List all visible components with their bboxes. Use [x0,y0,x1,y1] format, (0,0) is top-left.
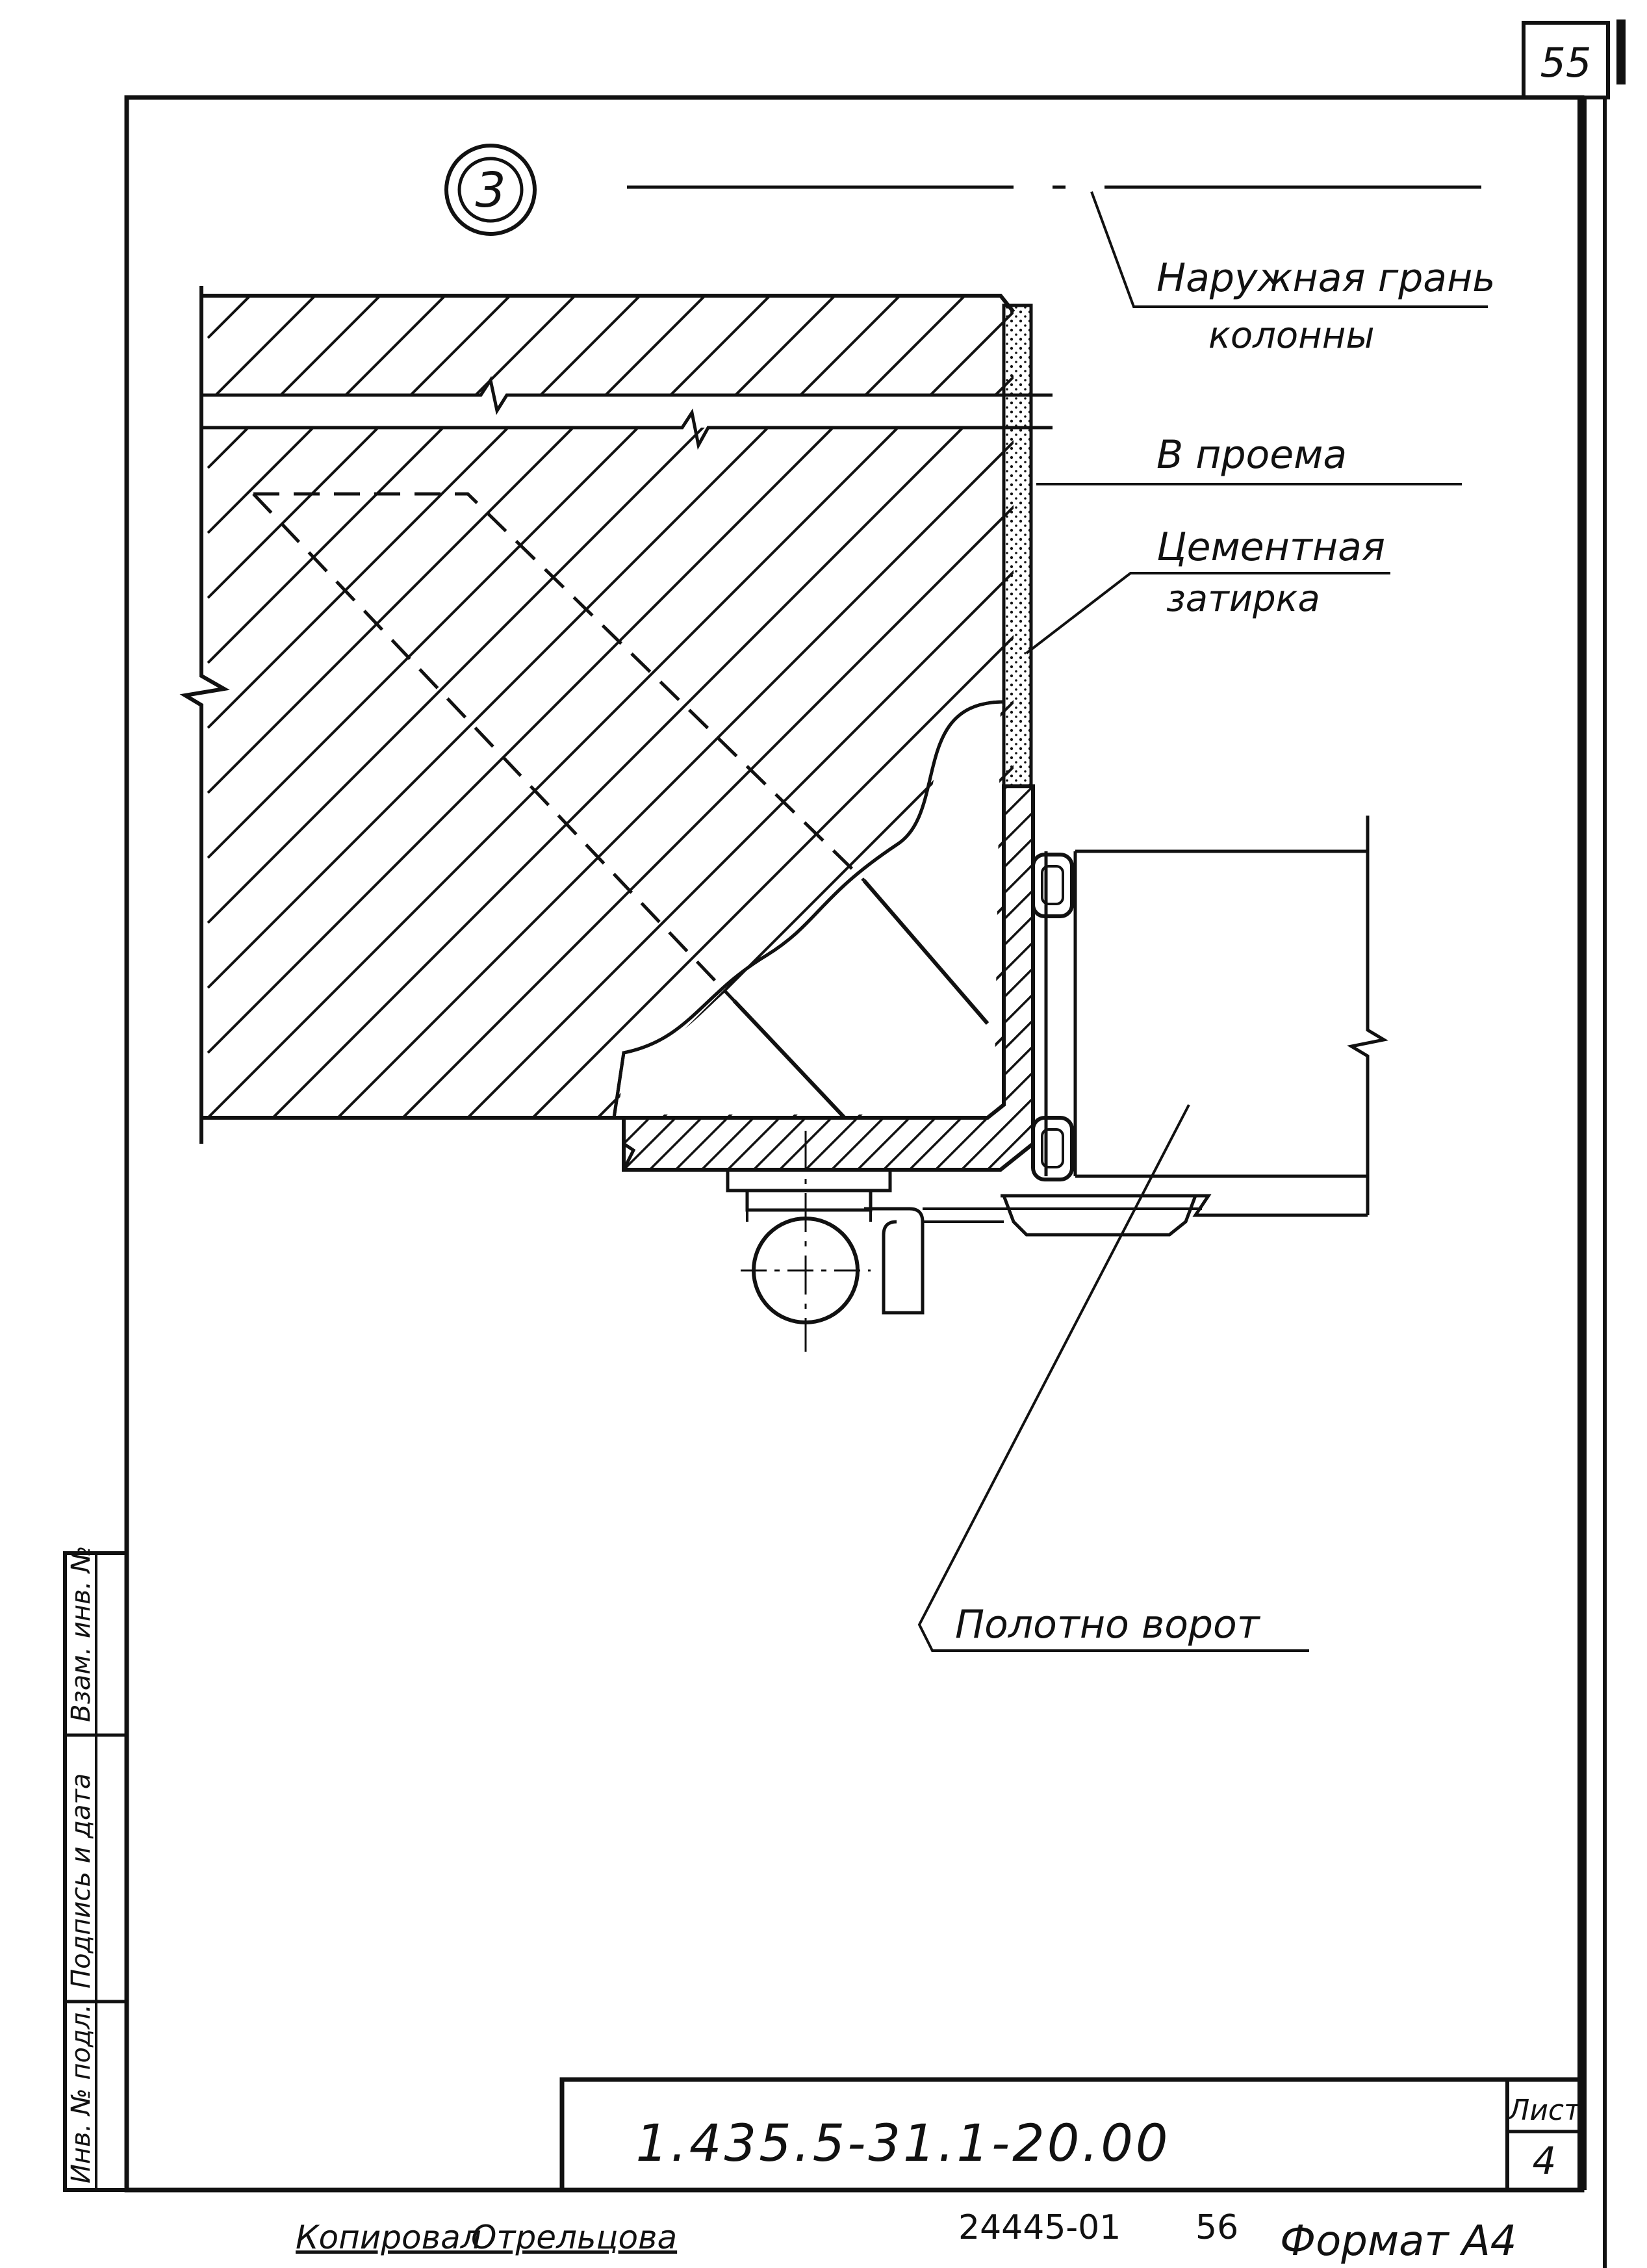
callout-outer-face-line1: Наружная грань [1156,255,1496,301]
title-block: Лист 4 1.435.5-31.1-20.00 [559,2077,1585,2193]
archive-page: 56 [1195,2208,1238,2247]
side-stamp-col3: Взам. инв. № [66,1545,96,1722]
side-stamp-col1: Инв. № подл. [66,2004,96,2184]
drawing-code: 1.435.5-31.1-20.00 [636,2115,1171,2173]
sheet-number: 4 [1533,2139,1557,2183]
callout-opening: В проема [1156,432,1347,478]
leader-lines [917,191,1488,1652]
copied-name: Отрельцова [471,2219,677,2256]
hinge-assembly [726,1131,1004,1352]
detail-marker: 3 [444,144,537,236]
side-stamp-col2: Подпись и дата [66,1773,96,1989]
sheet-label: Лист [1507,2094,1581,2127]
side-stamp: Инв. № подл. Подпись и дата Взам. инв. № [63,1545,129,2192]
archive-number: 24445-01 [958,2208,1121,2247]
callout-cement-line2: затирка [1166,578,1320,620]
format-label: Формат А4 [1280,2217,1517,2265]
callout-outer-face-line2: колонны [1208,315,1375,357]
corner-page-number: 55 [1540,39,1592,86]
callouts: Наружная грань колонны В проема Цементна… [955,255,1496,1647]
detail-marker-number: 3 [475,162,505,218]
callout-gate-leaf: Полотно ворот [955,1602,1261,1647]
column-section [179,286,1053,1144]
callout-cement-line1: Цементная [1156,524,1385,570]
copied-by: Копировал [296,2219,481,2256]
